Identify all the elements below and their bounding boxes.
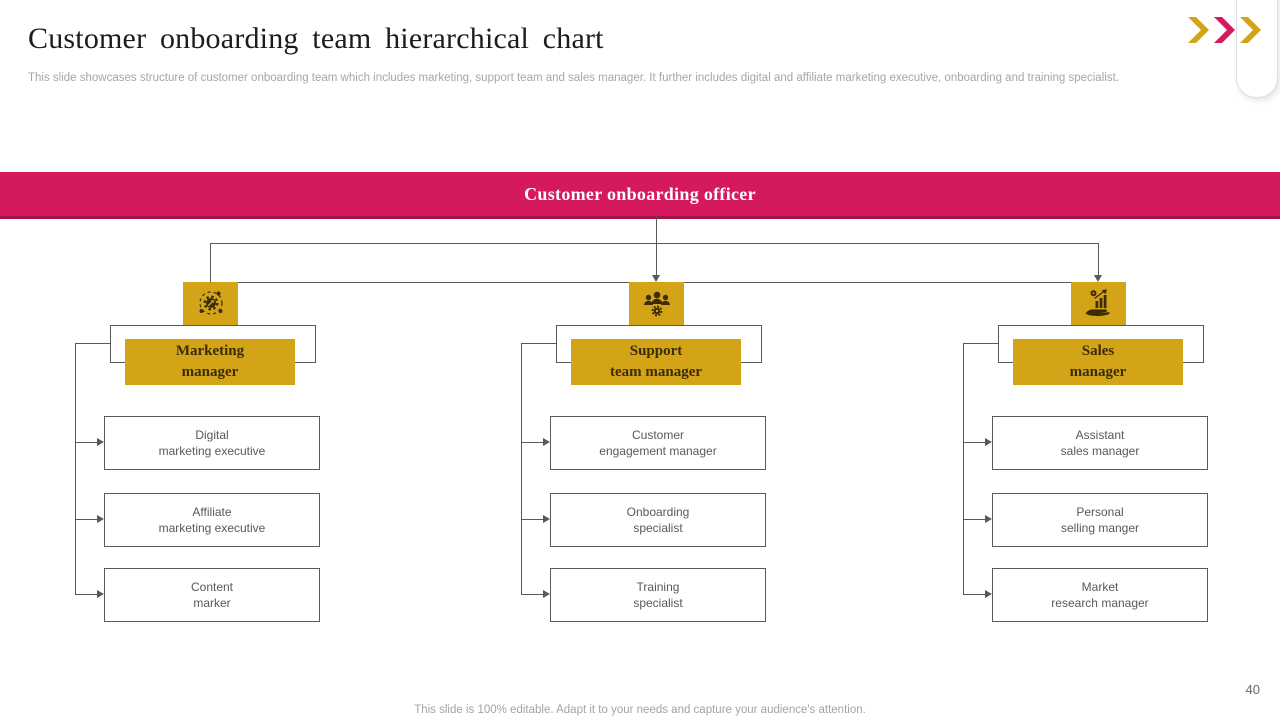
chevron-arrows-icon: [1188, 17, 1261, 43]
connector-line: [521, 442, 544, 443]
footer-note: This slide is 100% editable. Adapt it to…: [414, 704, 866, 716]
connector-line: [963, 594, 986, 595]
report-label-line: specialist: [633, 596, 683, 610]
connector-arrow-icon: [97, 438, 104, 446]
report-node-content-marker[interactable]: Content marker: [104, 568, 320, 622]
report-node-onboarding-specialist[interactable]: Onboarding specialist: [550, 493, 766, 547]
report-label-line: marketing executive: [158, 444, 266, 458]
report-label-line: Affiliate: [192, 505, 232, 519]
report-label-line: engagement manager: [599, 444, 717, 458]
report-node-customer-engagement-manager[interactable]: Customer engagement manager: [550, 416, 766, 470]
sales-growth-hand-icon: [1085, 288, 1110, 316]
connector-arrow-icon: [985, 590, 992, 598]
manager-label-line: Support: [629, 343, 683, 359]
connector-line: [963, 343, 998, 344]
connector-line: [656, 243, 657, 276]
connector-arrow-icon: [97, 590, 104, 598]
connector-line: [75, 442, 98, 443]
manager-node-sales[interactable]: Sales manager: [1013, 339, 1183, 385]
branch-support-team: Support team manager Customer engagement…: [504, 282, 766, 627]
connector-arrow-icon: [543, 590, 550, 598]
connector-line: [75, 594, 98, 595]
report-node-training-specialist[interactable]: Training specialist: [550, 568, 766, 622]
manager-node-support-team[interactable]: Support team manager: [571, 339, 741, 385]
connector-line: [75, 343, 76, 594]
marketing-gear-icon: [198, 290, 223, 315]
connector-arrow-icon: [1094, 275, 1102, 282]
branch-sales: Sales manager Assistant sales manager Pe…: [946, 282, 1208, 627]
report-label-line: marker: [193, 596, 231, 610]
connector-line: [521, 343, 522, 594]
report-label-line: research manager: [1051, 596, 1149, 610]
connector-line: [521, 519, 544, 520]
connector-line: [521, 343, 556, 344]
support-team-icon[interactable]: [629, 282, 684, 325]
connector-line: [75, 343, 110, 344]
report-node-market-research-manager[interactable]: Market research manager: [992, 568, 1208, 622]
report-label-line: Digital: [195, 428, 229, 442]
connector-line: [75, 519, 98, 520]
connector-line: [210, 243, 1099, 244]
report-label-line: specialist: [633, 521, 683, 535]
manager-label-line: Sales: [1081, 343, 1115, 359]
connector-arrow-icon: [97, 515, 104, 523]
report-node-digital-marketing-executive[interactable]: Digital marketing executive: [104, 416, 320, 470]
report-label-line: Content: [190, 580, 234, 594]
branch-marketing: Marketing manager Digital marketing exec…: [58, 282, 320, 627]
connector-arrow-icon: [985, 515, 992, 523]
root-node-customer-onboarding-officer[interactable]: Customer onboarding officer: [0, 172, 1280, 219]
report-label-line: Onboarding: [626, 505, 690, 519]
connector-arrow-icon: [543, 515, 550, 523]
page-title: Customer onboarding team hierarchical ch…: [28, 22, 604, 55]
connector-line: [656, 216, 657, 243]
slide-subtitle: This slide showcases structure of custom…: [28, 72, 1119, 84]
connector-line: [1098, 243, 1099, 276]
connector-arrow-icon: [543, 438, 550, 446]
manager-label-line: Marketing: [175, 343, 245, 359]
report-label-line: Market: [1081, 580, 1119, 594]
report-label-line: selling manger: [1060, 521, 1140, 535]
report-label-line: Assistant: [1075, 428, 1125, 442]
connector-line: [963, 343, 964, 594]
connector-line: [521, 594, 544, 595]
page-number: 40: [1245, 682, 1260, 697]
connector-line: [210, 243, 211, 282]
manager-label-line: manager: [1069, 364, 1127, 380]
marketing-icon[interactable]: [183, 282, 238, 325]
sales-icon[interactable]: [1071, 282, 1126, 325]
manager-label-line: manager: [181, 364, 239, 380]
report-node-assistant-sales-manager[interactable]: Assistant sales manager: [992, 416, 1208, 470]
report-node-personal-selling-manger[interactable]: Personal selling manger: [992, 493, 1208, 547]
connector-line: [963, 519, 986, 520]
team-people-gear-icon: [643, 291, 670, 316]
root-node-label: Customer onboarding officer: [524, 183, 756, 204]
connector-arrow-icon: [652, 275, 660, 282]
manager-label-line: team manager: [609, 364, 703, 380]
connector-arrow-icon: [985, 438, 992, 446]
report-label-line: Personal: [1076, 505, 1124, 519]
report-label-line: sales manager: [1060, 444, 1140, 458]
corner-tab-shape: [1236, 0, 1278, 98]
report-node-affiliate-marketing-executive[interactable]: Affiliate marketing executive: [104, 493, 320, 547]
connector-line: [963, 442, 986, 443]
manager-node-marketing[interactable]: Marketing manager: [125, 339, 295, 385]
report-label-line: Training: [636, 580, 680, 594]
report-label-line: Customer: [631, 428, 684, 442]
report-label-line: marketing executive: [158, 521, 266, 535]
